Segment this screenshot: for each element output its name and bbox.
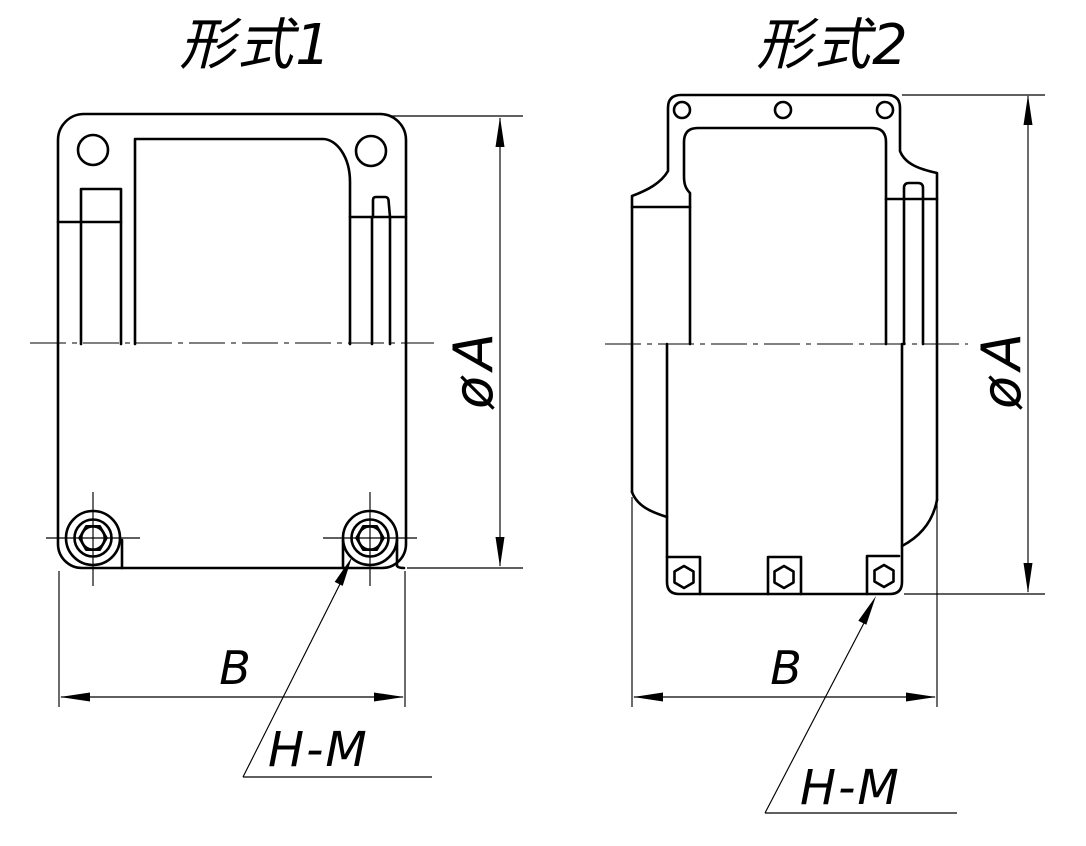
type1-right-tab: [371, 195, 392, 219]
type2-outer-body: [630, 93, 939, 502]
type2-leader-shaft: [764, 622, 865, 814]
type2-thread-leader: H-M: [764, 596, 957, 816]
type2-dia-arrow-down: [1023, 563, 1033, 593]
type1-dia-label: øA: [442, 327, 505, 410]
view-type1: øA B H-M 形式1: [30, 13, 523, 778]
type2-right-tab: [902, 181, 925, 346]
type2-thread-label: H-M: [800, 760, 901, 816]
type1-title: 形式1: [179, 13, 333, 78]
type1-part-outline: [56, 112, 408, 570]
type1-leader-arrow: [334, 557, 352, 586]
type1-leader-shaft: [242, 583, 341, 778]
type2-hole-left: [672, 100, 692, 120]
type1-dia-arrow-down: [495, 537, 505, 567]
type1-screw-right-crosshair: [323, 492, 417, 586]
type1-b-label: B: [219, 641, 251, 695]
type2-hex-middle: [773, 564, 795, 590]
type2-b-arrow-left: [633, 692, 663, 702]
type1-dimension-diameter: øA: [389, 115, 523, 569]
type2-taper-right: [900, 498, 939, 548]
type2-title: 形式2: [756, 13, 910, 78]
type2-dimension-diameter: øA: [902, 94, 1045, 595]
type1-thread-label: H-M: [268, 722, 369, 778]
type1-b-arrow-right: [374, 692, 404, 702]
type2-leader-arrow: [858, 596, 876, 625]
type2-hole-right: [875, 100, 895, 120]
type2-hex-right: [873, 563, 895, 589]
type1-screw-left-crosshair: [46, 492, 140, 586]
type1-hole-left: [76, 133, 110, 167]
type1-thread-leader: H-M: [242, 557, 432, 778]
type2-hex-left: [673, 564, 695, 590]
type2-dimension-width: B: [631, 497, 938, 707]
type2-taper-left: [630, 490, 669, 519]
type2-cavity: [682, 126, 888, 346]
type1-centerlines: [30, 342, 434, 586]
type1-outer-body: [56, 112, 408, 570]
type1-dia-arrow-up: [495, 117, 505, 147]
type2-b-arrow-right: [906, 692, 936, 702]
view-type2: øA B H-M 形式2: [605, 13, 1045, 816]
type2-lower-body: [665, 342, 904, 596]
type2-hole-middle: [773, 100, 793, 120]
type2-b-label: B: [770, 641, 802, 695]
type2-tab-middle: [766, 555, 803, 596]
type1-screw-right-pedestal-b: [395, 538, 406, 570]
type1-dimension-width: B: [58, 571, 406, 707]
type2-dia-arrow-up: [1023, 95, 1033, 125]
type2-dia-label: øA: [970, 327, 1033, 410]
type1-cavity: [133, 137, 352, 346]
type1-left-rail: [79, 187, 123, 346]
type2-part-outline: [630, 93, 939, 596]
type2-tab-left: [665, 555, 702, 596]
type2-tab-right: [865, 554, 901, 596]
type1-hole-right: [354, 134, 388, 168]
type1-b-arrow-left: [60, 692, 90, 702]
